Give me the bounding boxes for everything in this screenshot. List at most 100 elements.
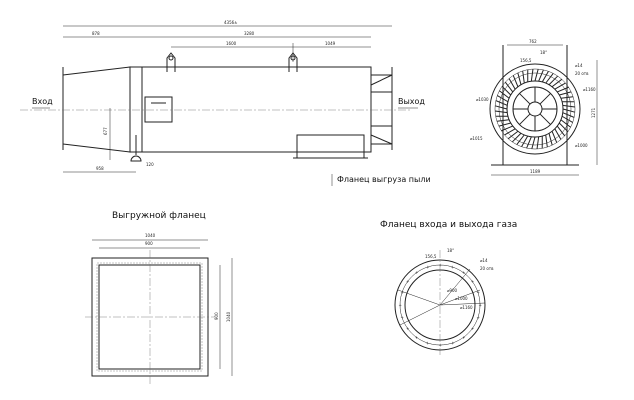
gas-flange-title: Фланец входа и выхода газа (380, 220, 517, 230)
bolt-hole: + (400, 315, 403, 320)
blade (536, 136, 540, 150)
side-view: 4356± 878 3280 1600 1049 677 958 120 Вхо… (20, 20, 431, 186)
blade (512, 75, 519, 87)
dim-support-width: 120 (146, 162, 154, 167)
bolt-hole: + (477, 290, 480, 295)
blade (562, 112, 575, 118)
fan-blades (494, 68, 576, 150)
bolt-hole: + (415, 335, 418, 340)
bolt-hole: + (471, 326, 474, 331)
dim-lug-to-end: 1049 (325, 41, 336, 46)
hub-spoke (519, 93, 531, 105)
dim-width-top: 762 (529, 39, 537, 44)
blade (562, 104, 576, 108)
blade (541, 71, 549, 83)
bolt-hole: + (451, 341, 454, 346)
blade (551, 78, 563, 88)
dust-hopper (296, 134, 365, 159)
blade (507, 130, 519, 140)
blade (548, 75, 559, 86)
hub-spoke (519, 113, 531, 125)
blade (538, 69, 544, 82)
blade (559, 91, 572, 96)
blade (562, 108, 576, 113)
hub-spoke (539, 93, 551, 105)
dim-body: 3280 (244, 31, 255, 36)
lifting-lug-2 (288, 52, 298, 72)
blade (498, 122, 511, 127)
blade (499, 90, 510, 99)
bolt-hole: + (471, 279, 474, 284)
gas-dim-holes-d: ⌀14 (480, 258, 488, 263)
dim-lug-spacing: 1600 (226, 41, 237, 46)
access-panel (144, 96, 173, 123)
bolt-hole: + (406, 279, 409, 284)
blade (522, 70, 525, 84)
blade (495, 100, 508, 106)
blade (501, 85, 512, 96)
dim-inner-w: 900 (145, 241, 153, 246)
dim-height-end: 1271 (591, 107, 596, 118)
blade (517, 72, 522, 85)
dim-base: 1189 (530, 169, 541, 174)
blade (554, 128, 562, 140)
blade (504, 128, 516, 136)
dim-d3: ⌀1015 (470, 136, 483, 141)
dim-overall: 4356± (224, 20, 238, 25)
discharge-flange: Выгружной фланец 1040 900 900 1040 (85, 211, 233, 385)
blade (521, 135, 529, 147)
hub-spoke (539, 113, 551, 125)
inlet-label: Вход (32, 97, 53, 106)
blade (494, 105, 508, 110)
gas-dim-arc: 156,5 (425, 254, 437, 259)
dim-holes-n: 20 отв (575, 71, 589, 76)
bolt-hole: + (451, 264, 454, 269)
gas-dim-angle: 18° (447, 248, 454, 253)
blade (558, 122, 569, 133)
bolt-hole: + (462, 335, 465, 340)
bolt-hole: + (426, 341, 429, 346)
gas-flange: Фланец входа и выхода газа + + + + + + + + + + + + +… (380, 220, 517, 355)
bolt-hole: + (399, 303, 402, 308)
dim-outer-h: 1040 (226, 311, 231, 322)
dim-holes-d: ⌀14 (575, 63, 583, 68)
blade (545, 134, 548, 148)
dim-d1: ⌀1160 (583, 87, 596, 92)
blade (508, 78, 516, 90)
dust-flange-label: Фланец выгруза пыли (337, 175, 431, 184)
blade (534, 68, 539, 82)
blade (556, 125, 566, 137)
dim-inlet-cone: 878 (92, 31, 100, 36)
gas-dim-bolt: ⌀1000 (455, 296, 468, 301)
blade (560, 119, 571, 128)
outlet-label: Выход (398, 97, 425, 106)
blade (548, 133, 553, 146)
gas-dim-outer: ⌀1160 (460, 305, 473, 310)
blade (551, 131, 558, 143)
dim-arc: 156,5 (520, 58, 532, 63)
dim-inner-h: 900 (214, 312, 219, 320)
bolt-hole: + (406, 326, 409, 331)
bolt-hole: + (477, 315, 480, 320)
blade (554, 82, 566, 90)
dim-d2: ⌀1030 (476, 97, 489, 102)
blade (511, 132, 522, 143)
gas-dim-inner: ⌀900 (447, 288, 457, 293)
gas-dim-holes-n: 20 отв (480, 266, 494, 271)
bolt-hole: + (400, 290, 403, 295)
end-view: 762 18° 156,5 ⌀14 20 отв ⌀1160 ⌀1030 ⌀10… (470, 39, 598, 176)
blade (531, 136, 536, 150)
blade (530, 68, 534, 82)
dim-outer-w: 1040 (145, 233, 156, 238)
bolt-hole: + (462, 270, 465, 275)
bolt-hole: + (426, 264, 429, 269)
blade (504, 81, 514, 93)
blade (516, 134, 525, 145)
dim-angle: 18° (540, 50, 547, 55)
dim-height: 677 (103, 127, 108, 135)
discharge-flange-title: Выгружной фланец (112, 211, 206, 221)
blade (526, 136, 532, 149)
bolt-hole: + (479, 303, 482, 308)
dim-d4: ⌀1000 (575, 143, 588, 148)
